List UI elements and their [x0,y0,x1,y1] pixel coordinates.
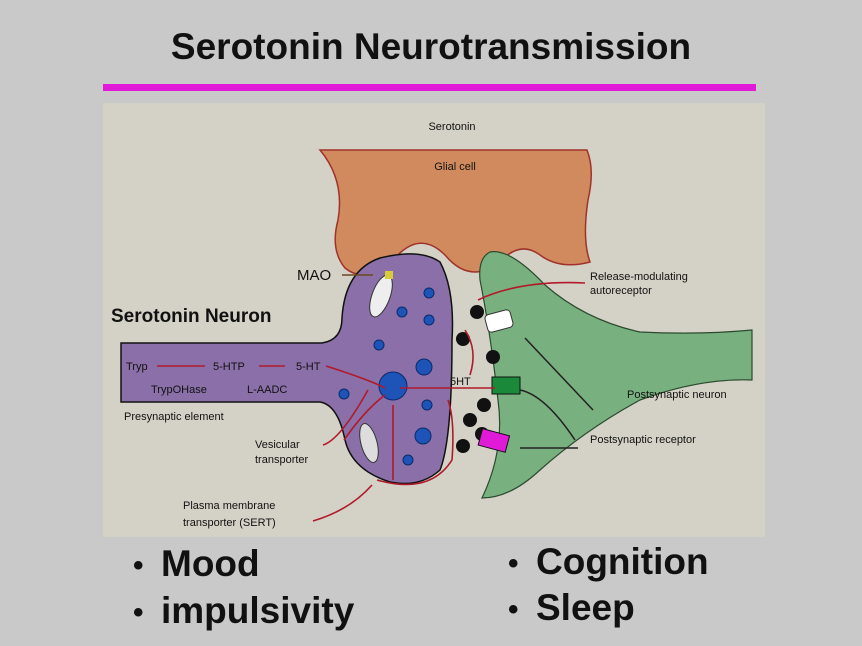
bullet-icon: • [508,593,519,627]
mitochondrion [359,423,379,463]
slide-title: Serotonin Neurotransmission [170,26,692,67]
serotonin-label: Serotonin [428,121,475,133]
title-underline [103,84,756,91]
presynaptic-element-label: Presynaptic element [124,411,224,423]
5ht-synapse-label: 5HT [450,376,471,388]
postsynaptic-receptor-green [491,376,521,395]
autoreceptor-label: autoreceptor [590,285,652,297]
trypohase-label: TrypOHase [151,384,207,396]
mao-label: MAO [297,267,331,284]
autoreceptor [484,309,514,333]
bullet-icon: • [508,547,519,581]
tryp-label: Tryp [126,361,148,373]
postsynaptic-receptor-magenta [477,428,511,453]
bullet-item: • Mood [133,543,260,585]
release-modulating-label: Release-modulating [590,271,688,283]
bullet-text: impulsivity [161,590,355,631]
pathway-arrows [157,281,586,522]
bullet-item: • Sleep [508,587,635,629]
bullet-icon: • [133,549,144,583]
transporter-label: transporter [255,454,309,466]
plasma-membrane-label: Plasma membrane [183,500,275,512]
bullet-text: Sleep [536,587,635,628]
vesicles [338,287,435,466]
pointer-lines [519,337,594,449]
serotonin-synapse-diagram: Serotonin Glial cell Tryp 5-HTP 5-HT Try… [103,103,765,537]
glial-cell-label: Glial cell [434,161,476,173]
serotonin-molecules [456,305,500,453]
bullet-text: Cognition [536,541,709,582]
bullet-icon: • [133,596,144,630]
vesicular-label: Vesicular [255,439,300,451]
mao-enzyme [385,271,393,279]
5ht-label: 5-HT [296,361,321,373]
glial-cell [318,149,592,276]
sert-label: transporter (SERT) [183,517,276,529]
bullet-text: Mood [161,543,260,584]
bullet-item: • Cognition [508,541,709,583]
postsynaptic-neuron-label: Postsynaptic neuron [627,389,727,401]
serotonin-neuron-title: Serotonin Neuron [111,306,271,327]
postsynaptic-receptor-label: Postsynaptic receptor [590,434,696,446]
laadc-label: L-AADC [247,384,287,396]
5htp-label: 5-HTP [213,361,245,373]
bullet-item: • impulsivity [133,590,354,632]
